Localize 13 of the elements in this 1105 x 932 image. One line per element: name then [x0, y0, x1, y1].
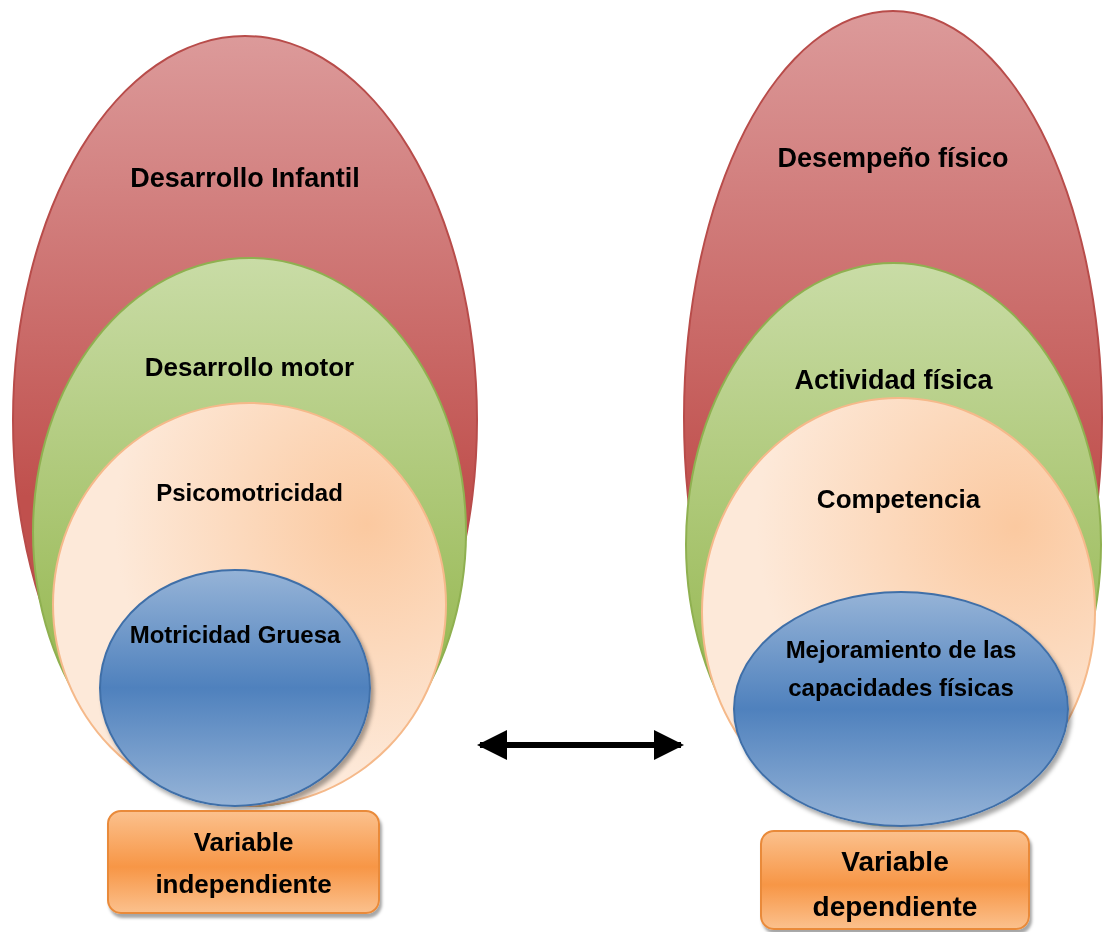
- variable-box: [760, 830, 1030, 930]
- variable-box: [107, 810, 380, 914]
- node-label: Desarrollo motor: [143, 351, 356, 384]
- node-label: Motricidad Gruesa: [128, 620, 342, 650]
- node-label: Psicomotricidad: [155, 478, 344, 508]
- node-label: Variable independiente: [154, 826, 333, 901]
- node-label: Desarrollo Infantil: [129, 162, 361, 195]
- node-label: Variable dependiente: [811, 845, 979, 924]
- node-label: Desempeño físico: [776, 142, 1010, 175]
- double-arrow: [477, 730, 684, 760]
- node-label: Competencia: [815, 483, 982, 516]
- node-label: Mejoramiento de las capacidades físicas: [784, 635, 1018, 704]
- node-label: Actividad física: [793, 364, 994, 397]
